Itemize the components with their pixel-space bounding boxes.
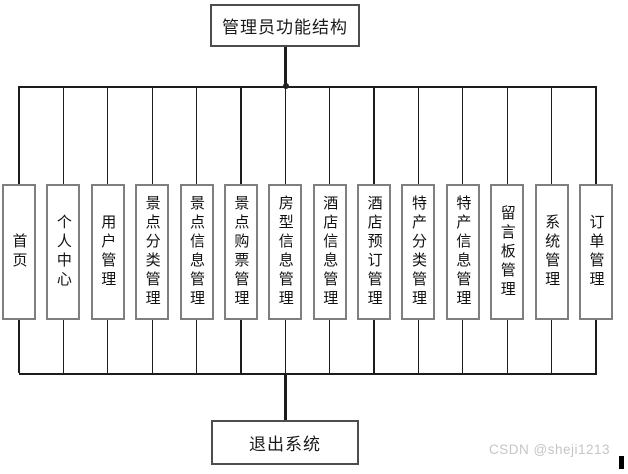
branch-top-connector-line: [462, 86, 464, 184]
branch-label: 景点信息管理: [188, 195, 206, 309]
branch-label: 首页: [10, 233, 28, 271]
branch-box: 特产分类管理: [401, 184, 436, 320]
branch-label: 景点购票管理: [232, 195, 250, 309]
branch-label: 系统管理: [543, 214, 561, 290]
branch-top-connector-line: [595, 86, 597, 184]
branch-bottom-connector-line: [151, 320, 153, 373]
branch-label: 酒店信息管理: [321, 195, 339, 309]
branch-label: 房型信息管理: [276, 195, 294, 309]
branch-bottom-connector-line: [506, 320, 508, 373]
branch-bottom-connector-line: [284, 320, 286, 373]
branch-box: 景点分类管理: [135, 184, 170, 320]
branch-bottom-connector-line: [417, 320, 420, 373]
root-node: 管理员功能结构: [210, 4, 360, 47]
branch-label: 个人中心: [54, 214, 72, 290]
branch-bottom-connector-line: [329, 320, 331, 373]
branch-bottom-connector-line: [195, 320, 198, 373]
cursor-mark: [619, 456, 624, 469]
branch-box: 酒店预订管理: [357, 184, 392, 320]
branch-top-connector-line: [417, 86, 420, 184]
branch-bottom-connector-line: [373, 320, 375, 373]
branch-box: 景点购票管理: [223, 184, 258, 320]
branch-top-connector-line: [329, 86, 331, 184]
branch-label: 订单管理: [587, 214, 605, 290]
branch-label: 特产信息管理: [454, 195, 472, 309]
branch-top-connector-line: [62, 86, 64, 184]
branch-bottom-connector-line: [462, 320, 464, 373]
branch-label: 留言板管理: [498, 204, 516, 300]
exit-connector-line: [284, 373, 287, 420]
exit-node-label: 退出系统: [249, 435, 321, 454]
branch-box: 用户管理: [90, 184, 125, 320]
exit-node: 退出系统: [211, 420, 359, 465]
branch-label: 酒店预订管理: [365, 195, 383, 309]
branch-bottom-connector-line: [62, 320, 64, 373]
branch-top-connector-line: [151, 86, 153, 184]
branch-top-connector-line: [284, 86, 286, 184]
branch-box: 特产信息管理: [445, 184, 480, 320]
branch-label: 用户管理: [99, 214, 117, 290]
branch-box: 留言板管理: [490, 184, 525, 320]
branch-bottom-connector-line: [107, 320, 109, 373]
branch-top-connector-line: [195, 86, 198, 184]
branch-bottom-connector-line: [240, 320, 242, 373]
branch-top-connector-line: [551, 86, 553, 184]
branch-box: 景点信息管理: [179, 184, 214, 320]
branch-box: 酒店信息管理: [312, 184, 347, 320]
branch-bottom-connector-line: [551, 320, 553, 373]
root-connector-line: [284, 47, 287, 87]
branch-top-connector-line: [506, 86, 508, 184]
branch-label: 特产分类管理: [409, 195, 427, 309]
bottom-rail-line: [19, 373, 597, 375]
branch-top-connector-line: [107, 86, 109, 184]
branch-top-connector-line: [373, 86, 375, 184]
top-rail-line: [19, 86, 597, 88]
branch-top-connector-line: [240, 86, 242, 184]
root-node-label: 管理员功能结构: [222, 18, 348, 37]
branch-bottom-connector-line: [18, 320, 20, 373]
branch-label: 景点分类管理: [143, 195, 161, 309]
branch-top-connector-line: [18, 86, 20, 184]
branch-bottom-connector-line: [595, 320, 597, 373]
branch-box: 系统管理: [534, 184, 569, 320]
watermark-text: CSDN @sheji1213: [488, 442, 610, 457]
branch-box: 个人中心: [46, 184, 81, 320]
branch-box: 首页: [2, 184, 36, 320]
branch-box: 房型信息管理: [268, 184, 303, 320]
branch-box: 订单管理: [579, 184, 613, 320]
